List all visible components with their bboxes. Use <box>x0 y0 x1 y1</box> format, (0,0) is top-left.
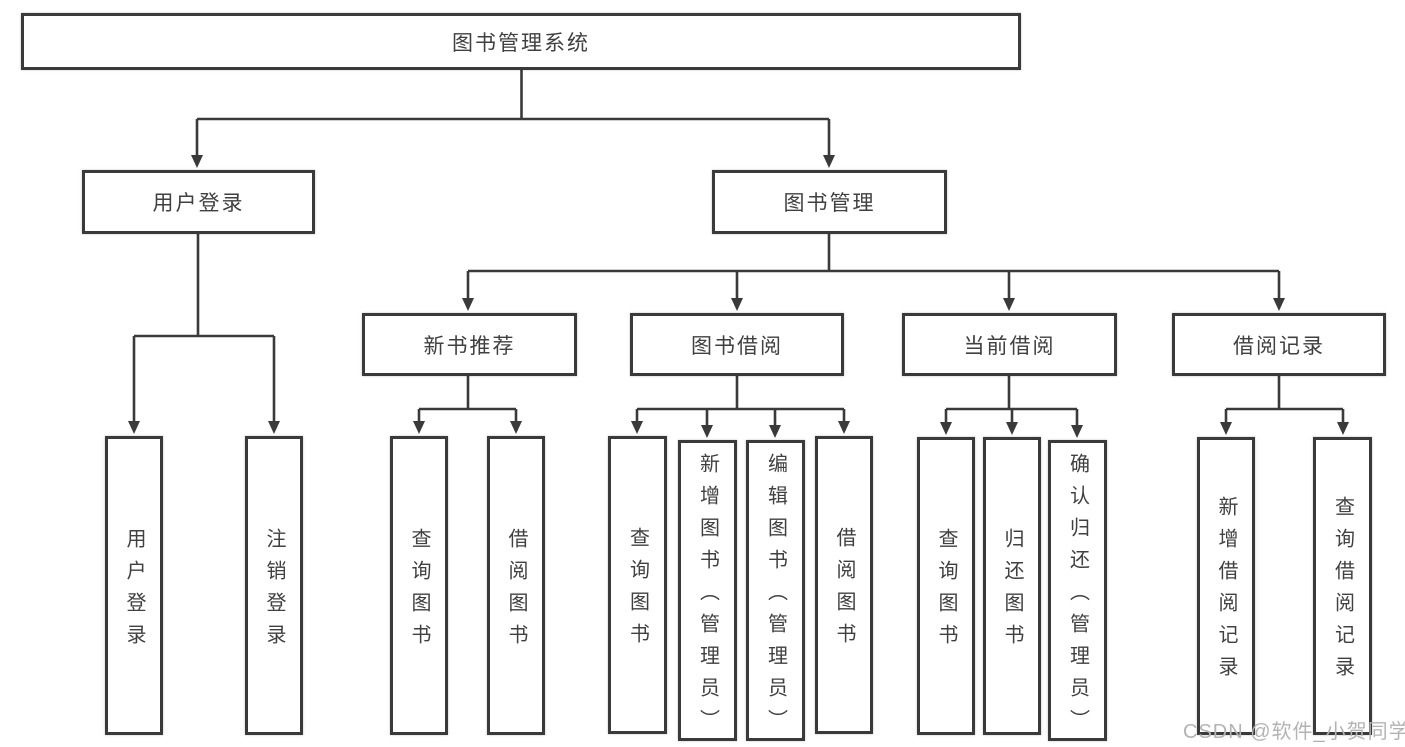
leaf-user-login: 用户登录 <box>105 436 163 735</box>
leaf-return-books-label: 归还图书 <box>1001 528 1023 656</box>
leaf-confirm-return-admin: 确认归还（管理员） <box>1048 440 1107 741</box>
leaf-borrow-books-recommend: 借阅图书 <box>487 436 545 735</box>
leaf-borrow-books-label: 借阅图书 <box>833 527 855 655</box>
leaf-edit-books-admin-label: 编辑图书（管理员） <box>764 452 787 741</box>
leaf-add-borrow-record-label: 新增借阅记录 <box>1215 496 1237 688</box>
csdn-watermark: CSDN @软件_小贺同学 <box>1183 721 1405 743</box>
leaf-query-books-current: 查询图书 <box>917 437 975 735</box>
leaf-query-books-recommend: 查询图书 <box>390 436 448 735</box>
leaf-query-books-borrowing: 查询图书 <box>608 436 667 734</box>
leaf-add-books-admin: 新增图书（管理员） <box>678 440 737 741</box>
leaf-query-borrow-record-label: 查询借阅记录 <box>1331 496 1354 688</box>
leaf-query-books-borrowing-label: 查询图书 <box>626 527 649 655</box>
leaf-add-books-admin-label: 新增图书（管理员） <box>696 452 719 741</box>
leaf-return-books: 归还图书 <box>983 437 1041 735</box>
leaf-query-books-recommend-label: 查询图书 <box>408 527 430 656</box>
node-new-book-recommend: 新书推荐 <box>362 313 577 376</box>
leaf-logout-label: 注销登录 <box>263 527 285 656</box>
node-user-login: 用户登录 <box>82 170 315 234</box>
leaf-borrow-books-recommend-label: 借阅图书 <box>505 527 527 656</box>
leaf-logout: 注销登录 <box>245 436 303 735</box>
leaf-edit-books-admin: 编辑图书（管理员） <box>746 440 805 741</box>
leaf-confirm-return-admin-label: 确认归还（管理员） <box>1066 452 1089 741</box>
leaf-user-login-label: 用户登录 <box>123 527 145 656</box>
leaf-borrow-books: 借阅图书 <box>815 436 873 734</box>
leaf-query-borrow-record: 查询借阅记录 <box>1313 437 1372 735</box>
node-book-borrowing: 图书借阅 <box>630 313 844 376</box>
node-borrowing-records: 借阅记录 <box>1172 313 1386 376</box>
leaf-query-books-current-label: 查询图书 <box>935 528 957 656</box>
node-book-management: 图书管理 <box>712 170 947 234</box>
node-library-management-system: 图书管理系统 <box>21 13 1021 70</box>
leaf-add-borrow-record: 新增借阅记录 <box>1197 437 1255 735</box>
node-current-borrowing: 当前借阅 <box>902 313 1117 376</box>
